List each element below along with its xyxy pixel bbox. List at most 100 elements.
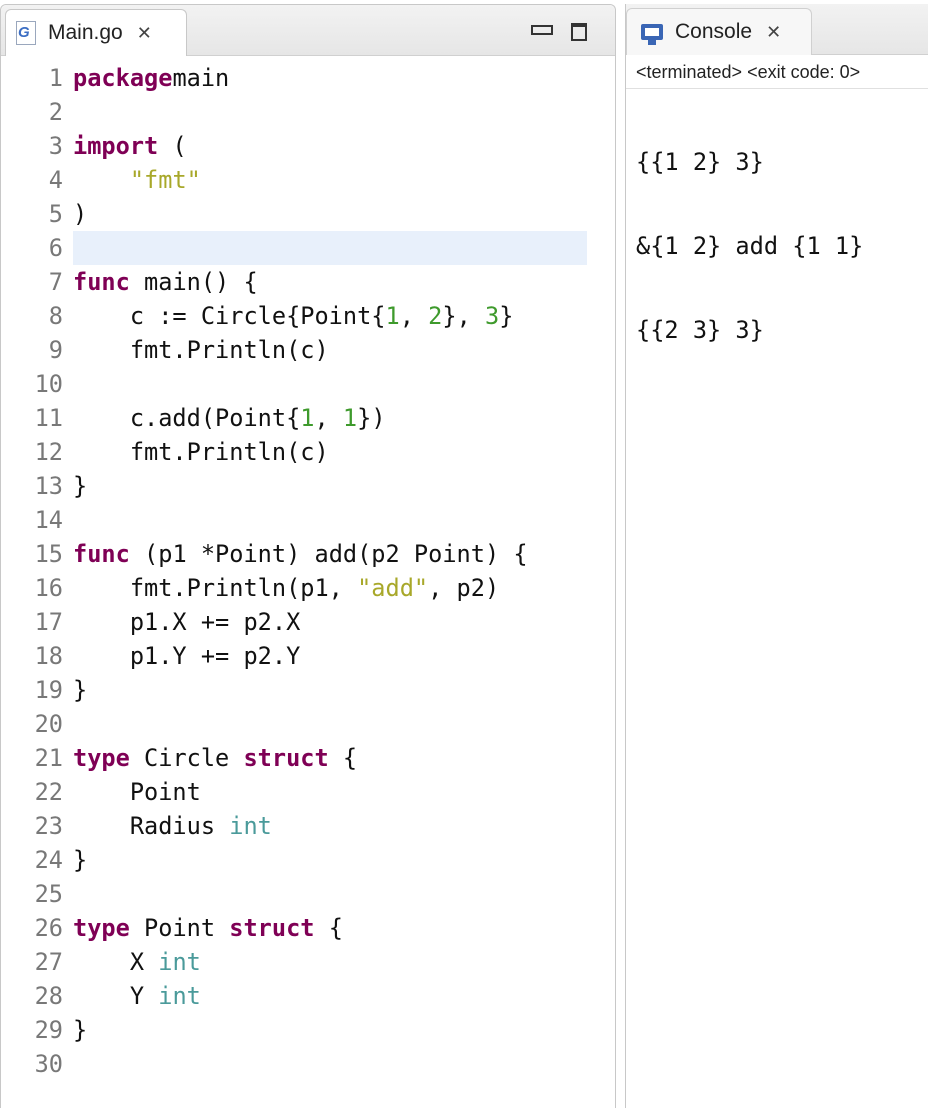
code-text: fmt.Println(p1, [73, 574, 358, 602]
line-number: 30 [34, 1050, 63, 1078]
code-text: } [73, 676, 88, 704]
code-line[interactable]: 23 Radius int [1, 809, 615, 843]
line-text: fmt.Println(c) [73, 435, 587, 469]
console-output[interactable]: {{1 2} 3} &{1 2} add {1 1} {{2 3} 3} [636, 92, 863, 400]
code-line[interactable]: 15 func (p1 *Point) add(p2 Point) { [1, 537, 615, 571]
code-line[interactable]: 6 [1, 231, 615, 265]
line-number: 12 [34, 438, 63, 466]
code-line[interactable]: 5) [1, 197, 615, 231]
line-text: func main() { [73, 265, 587, 299]
line-number: 27 [34, 948, 63, 976]
line-number: 22 [34, 778, 63, 806]
code-text: main [172, 64, 230, 92]
code-line[interactable]: 22 Point [1, 775, 615, 809]
code-line[interactable]: 18 p1.Y += p2.Y [1, 639, 615, 673]
line-text: type Circle struct { [73, 741, 587, 775]
number-literal: 1 [342, 404, 358, 432]
go-file-icon: G [16, 21, 36, 45]
line-text: Y int [73, 979, 587, 1013]
line-text: ) [73, 197, 587, 231]
number-literal: 3 [485, 302, 500, 330]
close-icon[interactable]: ✕ [766, 21, 782, 42]
close-icon[interactable]: ✕ [136, 22, 152, 43]
code-text: c.add(Point{ [73, 404, 301, 432]
code-text: fmt.Println(c) [73, 336, 329, 364]
line-text: X int [73, 945, 587, 979]
line-text: import ( [73, 129, 587, 163]
tab-main-go[interactable]: G Main.go ✕ [5, 9, 187, 56]
code-line[interactable]: 17 p1.X += p2.X [1, 605, 615, 639]
line-number: 4 [48, 166, 63, 194]
code-line[interactable]: 25 [1, 877, 615, 911]
line-number: 14 [34, 506, 63, 534]
code-line[interactable]: 29} [1, 1013, 615, 1047]
code-text: ( [158, 132, 187, 160]
keyword: type [73, 914, 130, 942]
keyword: type [73, 744, 130, 772]
line-number: 7 [48, 268, 63, 296]
line-number: 26 [34, 914, 63, 942]
code-text: (p1 *Point) add(p2 Point) { [129, 540, 528, 568]
console-panel: Console ✕ <terminated> <exit code: 0> {{… [625, 4, 928, 1108]
code-line[interactable]: 8 c := Circle{Point{1, 2}, 3} [1, 299, 615, 333]
line-number: 15 [34, 540, 63, 568]
maximize-button[interactable] [571, 23, 587, 41]
code-line[interactable]: 20 [1, 707, 615, 741]
line-number: 20 [34, 710, 63, 738]
code-line[interactable]: 1 packagemain [1, 61, 615, 95]
code-text: p1.X += p2.X [73, 608, 301, 636]
line-text: } [73, 469, 587, 503]
code-line[interactable]: 30 [1, 1047, 615, 1081]
line-number: 1 [48, 64, 63, 92]
code-text: Y [73, 982, 159, 1010]
line-number: 25 [34, 880, 63, 908]
code-text: X [73, 948, 159, 976]
code-line[interactable]: 7 func main() { [1, 265, 615, 299]
minimize-button[interactable] [531, 25, 553, 35]
code-line[interactable]: 14 [1, 503, 615, 537]
line-number: 24 [34, 846, 63, 874]
line-number: 10 [34, 370, 63, 398]
console-status: <terminated> <exit code: 0> [636, 62, 861, 82]
line-text: type Point struct { [73, 911, 587, 945]
code-line[interactable]: 19} [1, 673, 615, 707]
code-text: p1.Y += p2.Y [73, 642, 301, 670]
keyword: func [73, 268, 130, 296]
code-line[interactable]: 26 type Point struct { [1, 911, 615, 945]
keyword: package [73, 64, 173, 92]
code-line[interactable]: 12 fmt.Println(c) [1, 435, 615, 469]
code-text: Point [73, 778, 201, 806]
line-text: func (p1 *Point) add(p2 Point) { [73, 537, 587, 571]
editor-tab-bar: G Main.go ✕ [1, 5, 615, 56]
code-line[interactable]: 9 fmt.Println(c) [1, 333, 615, 367]
line-number: 23 [34, 812, 63, 840]
code-text: fmt.Println(c) [73, 438, 329, 466]
line-text: } [73, 673, 587, 707]
number-literal: 2 [428, 302, 443, 330]
line-number: 13 [34, 472, 63, 500]
code-line[interactable]: 16 fmt.Println(p1, "add", p2) [1, 571, 615, 605]
code-line[interactable]: 4 "fmt" [1, 163, 615, 197]
string-literal: "fmt" [129, 166, 201, 194]
code-line[interactable]: 11 c.add(Point{1, 1}) [1, 401, 615, 435]
code-line[interactable]: 24} [1, 843, 615, 877]
tab-console[interactable]: Console ✕ [626, 8, 812, 55]
code-line[interactable]: 2 [1, 95, 615, 129]
code-text: c := Circle{Point{ [73, 302, 386, 330]
line-text: c := Circle{Point{1, 2}, 3} [73, 299, 587, 333]
line-text: packagemain [73, 61, 587, 95]
code-line[interactable]: 27 X int [1, 945, 615, 979]
line-number: 18 [34, 642, 63, 670]
line-text: fmt.Println(c) [73, 333, 587, 367]
code-line[interactable]: 13} [1, 469, 615, 503]
code-text: , [314, 404, 343, 432]
code-line[interactable]: 28 Y int [1, 979, 615, 1013]
code-line[interactable]: 10 [1, 367, 615, 401]
code-text: } [73, 472, 88, 500]
code-text: }, [442, 302, 485, 330]
line-text: p1.X += p2.X [73, 605, 587, 639]
